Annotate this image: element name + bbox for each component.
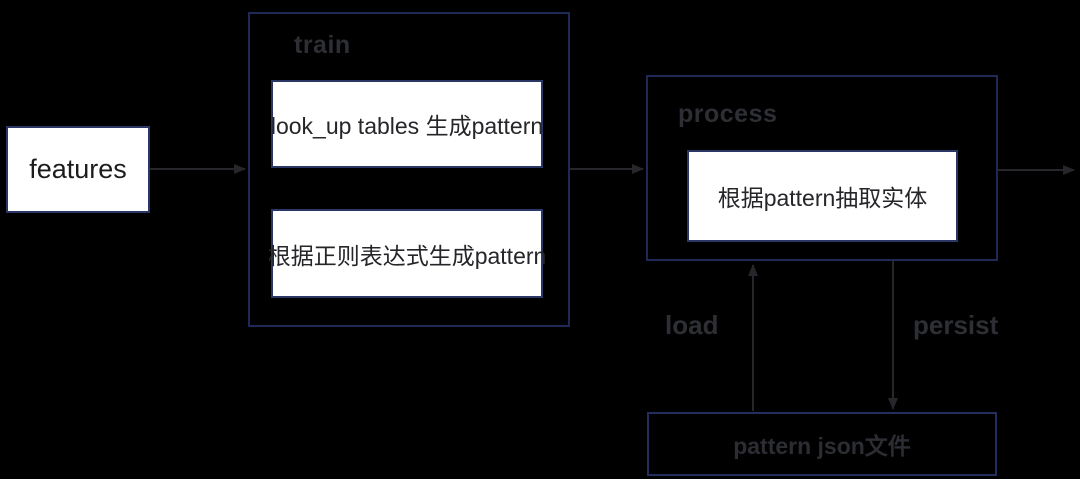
node-regex-pattern: 根据正则表达式生成pattern bbox=[268, 209, 546, 298]
node-pattern-json-file-label: pattern json文件 bbox=[733, 433, 911, 459]
group-process-title: process bbox=[678, 100, 778, 128]
node-lookup-tables: look_up tables 生成pattern bbox=[271, 80, 543, 168]
node-features: features bbox=[6, 126, 150, 213]
group-process bbox=[646, 75, 998, 261]
node-regex-pattern-label: 根据正则表达式生成pattern bbox=[267, 242, 547, 269]
edge-label-persist: persist bbox=[913, 310, 999, 340]
group-train bbox=[248, 12, 570, 327]
node-features-label: features bbox=[29, 154, 127, 184]
node-pattern-json-file: pattern json文件 bbox=[647, 412, 997, 476]
node-extract-entities: 根据pattern抽取实体 bbox=[687, 150, 958, 242]
node-extract-entities-label: 根据pattern抽取实体 bbox=[717, 185, 928, 211]
group-train-title: train bbox=[294, 31, 351, 59]
node-lookup-tables-label: look_up tables 生成pattern bbox=[270, 113, 544, 139]
edge-label-load: load bbox=[665, 310, 719, 340]
